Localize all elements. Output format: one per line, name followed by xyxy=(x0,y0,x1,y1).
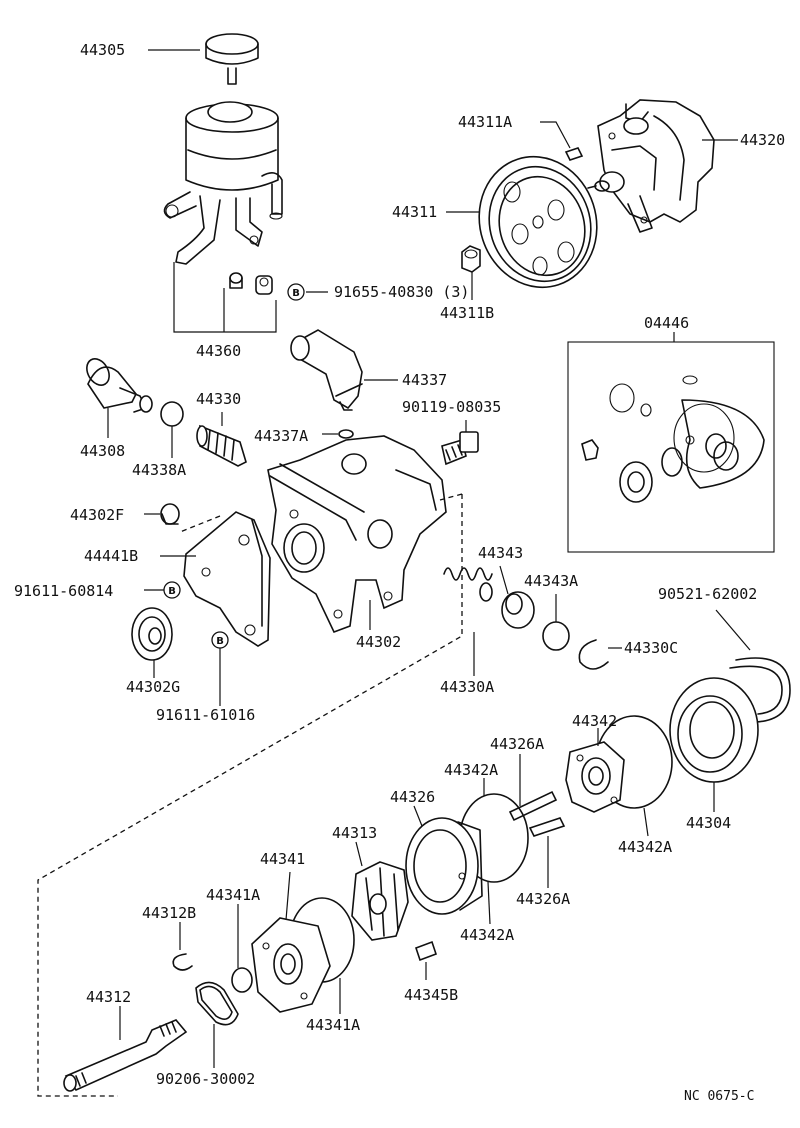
label-44342A-low: 44342A xyxy=(460,926,514,944)
seal-kit-box xyxy=(567,341,775,553)
label-44441B: 44441B xyxy=(84,547,138,565)
label-44343A: 44343A xyxy=(524,572,578,590)
label-44360: 44360 xyxy=(196,342,241,360)
seal-90206 xyxy=(195,981,239,1026)
o-ring-44338A xyxy=(160,401,184,427)
reservoir-cap xyxy=(205,33,259,85)
label-44304: 44304 xyxy=(686,814,731,832)
pulley-nut xyxy=(461,245,481,273)
bolt-marker-91655: B xyxy=(287,283,305,301)
spring-44330A xyxy=(443,567,493,602)
reservoir-hoses xyxy=(173,262,277,333)
snap-ring-44312B xyxy=(172,953,193,971)
reservoir-tank xyxy=(163,101,283,265)
diagram-code: NC 0675-C xyxy=(684,1089,754,1104)
label-44311: 44311 xyxy=(392,203,437,221)
label-91611-60814: 91611-60814 xyxy=(14,582,113,600)
label-44341: 44341 xyxy=(260,850,305,868)
label-44312: 44312 xyxy=(86,988,131,1006)
svg-text:B: B xyxy=(168,586,176,597)
label-44342A-top: 44342A xyxy=(444,761,498,779)
pump-housing xyxy=(267,435,447,634)
label-44342A-right: 44342A xyxy=(618,838,672,856)
label-44342-top: 44342 xyxy=(572,712,617,730)
label-44337: 44337 xyxy=(402,371,447,389)
rotor-44313 xyxy=(351,861,409,941)
valve-44330 xyxy=(196,424,247,467)
pump-assembly xyxy=(587,99,715,233)
label-44330A: 44330A xyxy=(440,678,494,696)
flow-valve-44343 xyxy=(501,591,535,629)
label-44302: 44302 xyxy=(356,633,401,651)
label-44338A: 44338A xyxy=(132,461,186,479)
bolt-marker-61016: B xyxy=(211,631,229,649)
label-44343: 44343 xyxy=(478,544,523,562)
label-44308: 44308 xyxy=(80,442,125,460)
label-44341A-top: 44341A xyxy=(206,886,260,904)
label-44330C: 44330C xyxy=(624,639,678,657)
o-ring-44343A xyxy=(542,621,570,651)
leader-lines xyxy=(107,49,751,1068)
label-44302G: 44302G xyxy=(126,678,180,696)
side-plate-44342 xyxy=(565,741,625,813)
label-44312B: 44312B xyxy=(142,904,196,922)
label-90206: 90206-30002 xyxy=(156,1070,255,1088)
label-44337A: 44337A xyxy=(254,427,308,445)
label-44320: 44320 xyxy=(740,131,785,149)
front-plate-44341 xyxy=(251,917,331,1013)
rear-housing-44304 xyxy=(669,677,759,783)
vane-44345B xyxy=(414,940,438,962)
bolt-90119 xyxy=(441,431,479,466)
label-91655: 91655-40830 (3) xyxy=(334,283,469,301)
snap-ring-44330C xyxy=(578,639,609,670)
label-44305: 44305 xyxy=(80,41,125,59)
label-44326: 44326 xyxy=(390,788,435,806)
label-44326A-low: 44326A xyxy=(516,890,570,908)
fitting-44308 xyxy=(86,358,153,413)
assembly-group-outline xyxy=(37,493,463,1097)
label-44326A-top: 44326A xyxy=(490,735,544,753)
label-90521: 90521-62002 xyxy=(658,585,757,603)
shaft-44312 xyxy=(63,1019,188,1092)
label-44311B: 44311B xyxy=(440,304,494,322)
snap-ring-90521 xyxy=(729,657,791,723)
cam-ring-44326 xyxy=(405,817,483,915)
pulley-key xyxy=(564,147,584,161)
part-labels: 44305 44311A 44320 44311 44311B 91655-40… xyxy=(14,41,785,1104)
label-44313: 44313 xyxy=(332,824,377,842)
label-44341A-low: 44341A xyxy=(306,1016,360,1034)
pin-44326A-low xyxy=(528,817,566,837)
svg-text:B: B xyxy=(216,636,224,647)
label-04446: 04446 xyxy=(644,314,689,332)
label-44345B: 44345B xyxy=(404,986,458,1004)
label-44330: 44330 xyxy=(196,390,241,408)
label-44311A: 44311A xyxy=(458,113,512,131)
label-90119: 90119-08035 xyxy=(402,398,501,416)
bearing-44302G xyxy=(131,607,173,661)
label-91611-61016: 91611-61016 xyxy=(156,706,255,724)
gasket-44337A xyxy=(338,429,354,439)
union-44337 xyxy=(290,329,363,411)
bracket-44441B xyxy=(183,511,271,647)
label-44302F: 44302F xyxy=(70,506,124,524)
pulley xyxy=(478,155,598,289)
o-ring-44341A xyxy=(231,967,253,993)
svg-text:B: B xyxy=(292,288,300,299)
bolt-marker-60814: B xyxy=(163,581,181,599)
plug-44302F xyxy=(160,503,180,525)
